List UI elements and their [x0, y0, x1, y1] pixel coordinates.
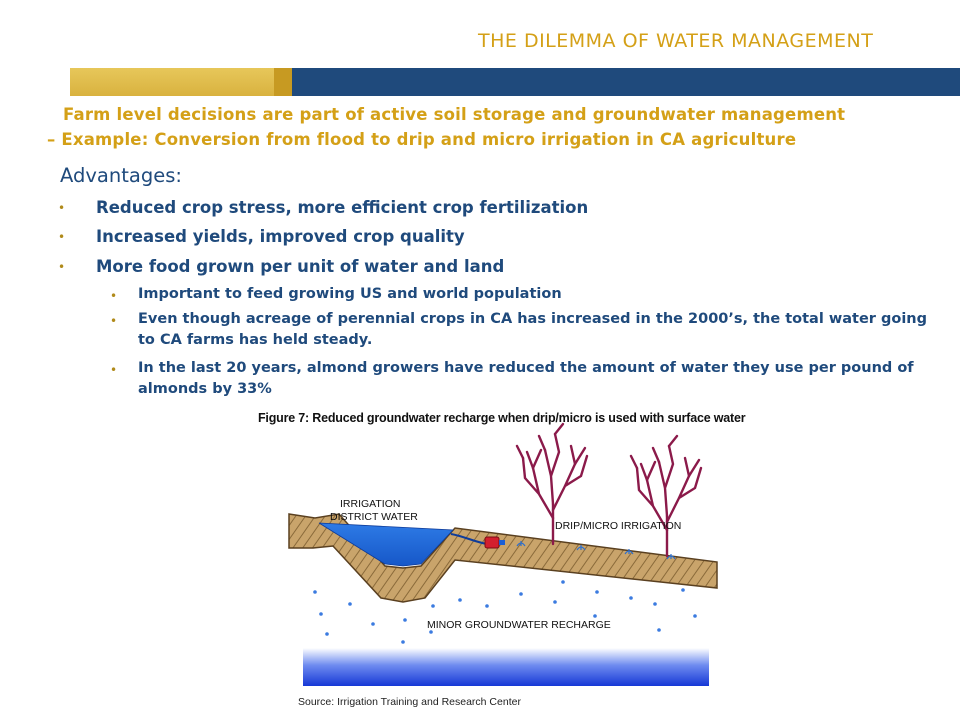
drip-emitters	[516, 541, 676, 560]
bullet-icon: •	[110, 314, 118, 328]
irrigation-figure: IRRIGATION DISTRICT WATER DRIP/MICRO IRR…	[255, 406, 755, 716]
canal-water	[318, 522, 454, 567]
header-band-navy	[292, 68, 960, 96]
bullet-text: Increased yields, improved crop quality	[96, 227, 465, 246]
bullet-icon: •	[58, 260, 66, 274]
header-band-gold	[70, 68, 274, 96]
slide-title: THE DILEMMA OF WATER MANAGEMENT	[478, 30, 874, 52]
advantages-heading: Advantages:	[60, 164, 182, 187]
pipe-pump	[450, 533, 505, 549]
bullet-icon: •	[110, 289, 118, 303]
subtitle-line-1: Farm level decisions are part of active …	[63, 105, 846, 124]
subtitle: Farm level decisions are part of active …	[47, 102, 958, 152]
bullet-text: More food grown per unit of water and la…	[96, 257, 505, 276]
sub-bullet-text: Important to feed growing US and world p…	[138, 286, 562, 302]
sub-bullet-text: Even though acreage of perennial crops i…	[138, 311, 928, 348]
figure-title: Figure 7: Reduced groundwater recharge w…	[258, 411, 746, 425]
bullet-text: Reduced crop stress, more efficient crop…	[96, 198, 589, 217]
label-irrigation-line-2: DISTRICT WATER	[330, 511, 418, 523]
aquifer	[303, 648, 709, 686]
label-groundwater-recharge: MINOR GROUNDWATER RECHARGE	[427, 619, 611, 631]
subtitle-line-2: – Example: Conversion from flood to drip…	[47, 130, 797, 149]
header-band-gold-accent	[274, 68, 292, 96]
bullet-icon: •	[58, 230, 66, 244]
label-irrigation-line-1: IRRIGATION	[340, 498, 400, 510]
figure-source: Source: Irrigation Training and Research…	[298, 696, 521, 708]
bullet-icon: •	[110, 363, 118, 377]
tree-right	[629, 434, 703, 558]
irrigation-diagram: IRRIGATION DISTRICT WATER DRIP/MICRO IRR…	[288, 422, 718, 686]
label-drip-micro: DRIP/MICRO IRRIGATION	[555, 520, 681, 532]
bullet-icon: •	[58, 201, 66, 215]
sub-bullet-text: In the last 20 years, almond growers hav…	[138, 360, 914, 397]
tree-left	[515, 422, 589, 546]
